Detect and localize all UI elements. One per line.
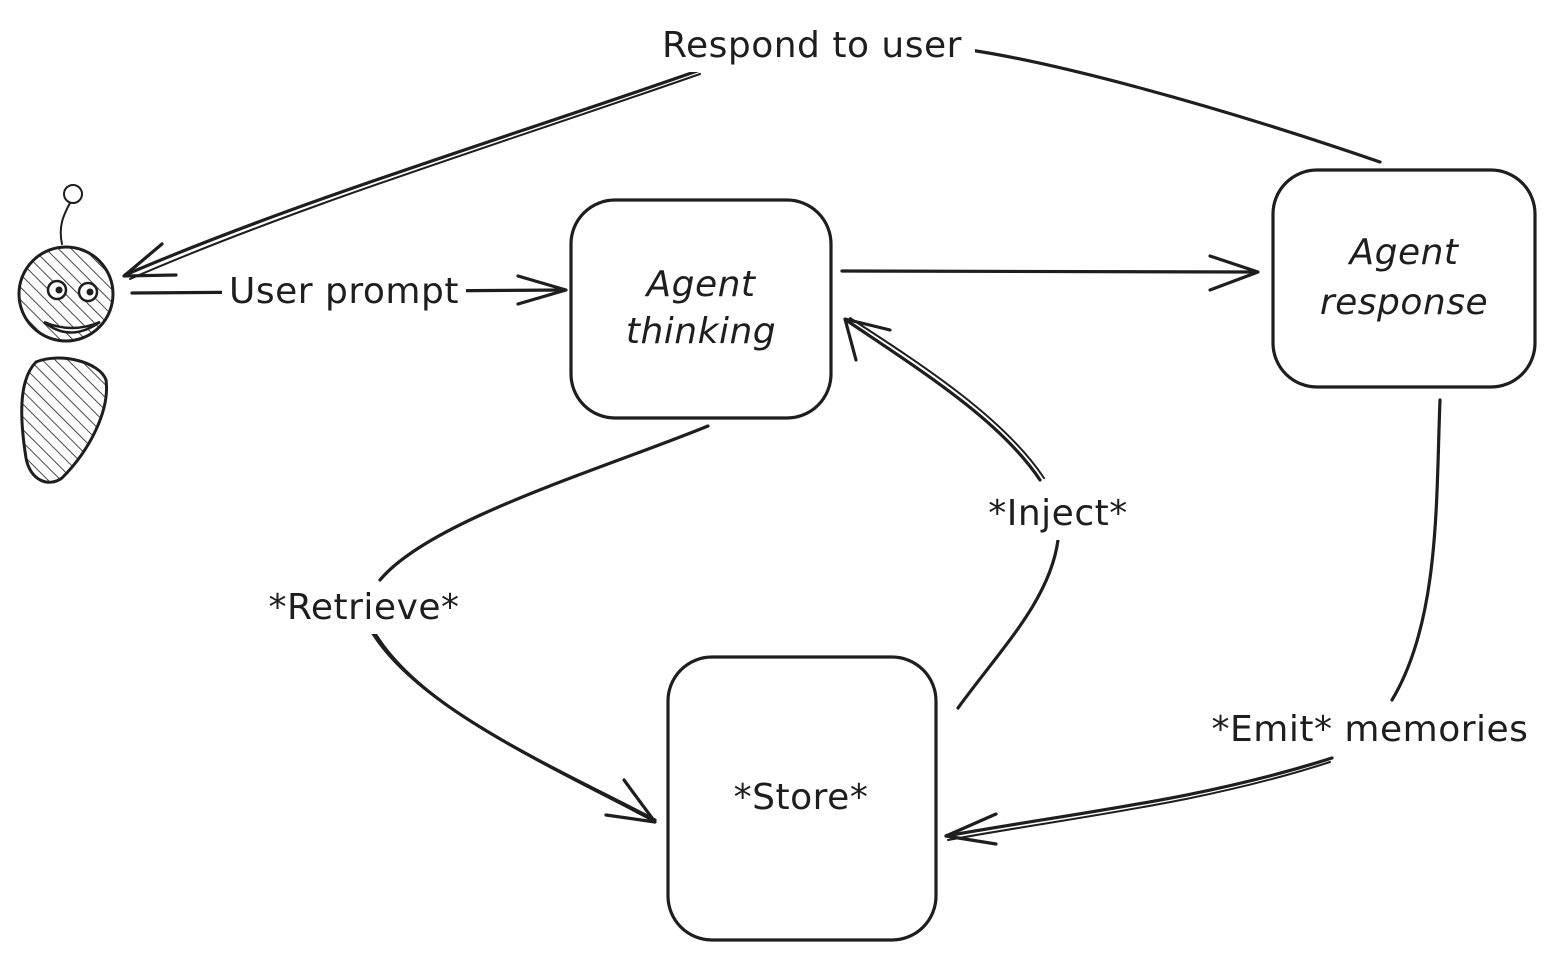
node-agent-response-line2: response: [1320, 282, 1488, 323]
edge-label-inject: *Inject*: [988, 493, 1128, 534]
edge-user-prompt: User prompt: [130, 266, 568, 316]
edge-emit-memories: *Emit* memories: [944, 398, 1535, 846]
edge-thinking-to-response: [840, 254, 1260, 292]
edge-retrieve: *Retrieve*: [250, 424, 710, 824]
edge-label-retrieve: *Retrieve*: [268, 587, 459, 628]
node-store-label: *Store*: [734, 777, 869, 818]
edge-respond-to-user: Respond to user: [122, 22, 1382, 280]
node-store: *Store*: [666, 655, 938, 942]
edge-label-emit-memories: *Emit* memories: [1212, 709, 1529, 750]
edge-inject: *Inject*: [843, 317, 1150, 710]
node-agent-response: Agent response: [1271, 168, 1537, 389]
edge-label-respond-to-user: Respond to user: [662, 25, 962, 66]
edge-label-user-prompt: User prompt: [229, 271, 459, 312]
node-agent-thinking: Agent thinking: [569, 198, 833, 420]
node-agent-thinking-line1: Agent: [644, 264, 756, 305]
user-figure-icon: [17, 184, 115, 484]
node-agent-thinking-line2: thinking: [626, 311, 776, 352]
node-agent-response-line1: Agent: [1347, 232, 1459, 273]
